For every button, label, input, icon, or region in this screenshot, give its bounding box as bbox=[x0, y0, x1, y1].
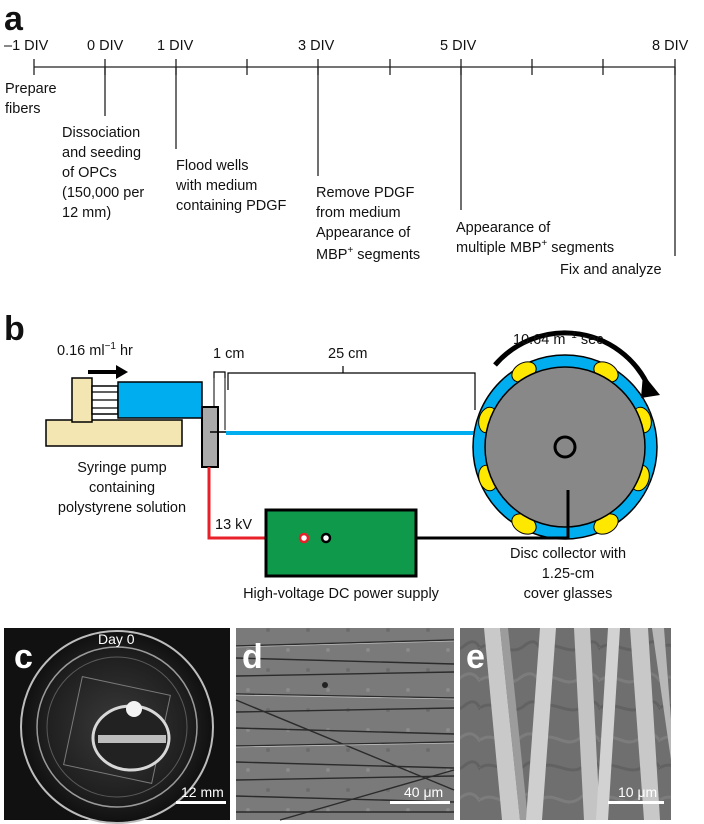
gap-label: 1 cm bbox=[213, 346, 244, 362]
scale-bar-c bbox=[176, 801, 226, 804]
electrospinning-setup: 0.16 ml−1 hr 1 cm 25 cm bbox=[45, 330, 660, 602]
syringe-pump bbox=[45, 377, 226, 468]
svg-text:and seeding: and seeding bbox=[62, 145, 141, 161]
collector-label-2: 1.25-cm bbox=[542, 566, 594, 582]
scale-label-d: 40 μm bbox=[404, 784, 443, 800]
svg-text:Appearance of: Appearance of bbox=[316, 225, 411, 241]
voltage-label: 13 kV bbox=[215, 517, 252, 533]
svg-text:(150,000 per: (150,000 per bbox=[62, 185, 144, 201]
photo-panel-d: d 40 μm bbox=[235, 628, 455, 821]
distance-bracket bbox=[227, 372, 476, 410]
svg-text:Flood wells: Flood wells bbox=[176, 158, 249, 174]
timeline: –1 DIV 0 DIV 1 DIV 3 DIV 5 DIV 8 DIV bbox=[4, 38, 689, 278]
day-label: Day 0 bbox=[98, 631, 135, 647]
day-label-minus1: –1 DIV bbox=[4, 38, 49, 54]
collector-label-1: Disc collector with bbox=[510, 546, 626, 562]
panel-c-label: c bbox=[14, 638, 33, 676]
svg-text:Appearance of: Appearance of bbox=[456, 220, 551, 236]
svg-text:Dissociation: Dissociation bbox=[62, 125, 140, 141]
collector-label-3: cover glasses bbox=[524, 586, 613, 602]
day-label-3: 3 DIV bbox=[298, 38, 335, 54]
flow-arrow bbox=[88, 365, 128, 379]
svg-text:Prepare: Prepare bbox=[5, 81, 57, 97]
disc-axle bbox=[553, 435, 577, 459]
day-label-5: 5 DIV bbox=[440, 38, 477, 54]
event-prepare: Prepare fibers bbox=[5, 81, 57, 117]
fiber-bundle bbox=[98, 735, 166, 743]
power-supply bbox=[264, 508, 418, 578]
flow-rate-label: 0.16 ml−1 hr bbox=[57, 341, 133, 359]
photo-panel-c: c Day 0 12 mm bbox=[4, 628, 230, 824]
sem-fibers bbox=[484, 628, 671, 820]
event-fix: Fix and analyze bbox=[560, 262, 662, 278]
scale-label-e: 10 μm bbox=[618, 784, 657, 800]
disc-collector bbox=[472, 354, 658, 540]
svg-text:with medium: with medium bbox=[175, 178, 257, 194]
svg-text:from medium: from medium bbox=[316, 205, 401, 221]
positive-terminal bbox=[298, 532, 310, 544]
scale-bar-d bbox=[390, 801, 450, 804]
pump-label-2: containing bbox=[89, 480, 155, 496]
day-label-8: 8 DIV bbox=[652, 38, 689, 54]
scale-label-c: 12 mm bbox=[181, 784, 224, 800]
svg-text:fibers: fibers bbox=[5, 101, 40, 117]
svg-text:12 mm): 12 mm) bbox=[62, 205, 111, 221]
panel-a-label: a bbox=[4, 0, 24, 38]
svg-text:MBP+ segments: MBP+ segments bbox=[316, 245, 420, 263]
svg-text:Remove PDGF: Remove PDGF bbox=[316, 185, 414, 201]
rotation-label: 10.64 m−1 sec bbox=[513, 330, 603, 348]
event-multiple-mbp: Appearance of multiple MBP+ segments bbox=[456, 220, 614, 256]
svg-text:of OPCs: of OPCs bbox=[62, 165, 117, 181]
panel-e-label: e bbox=[466, 638, 485, 676]
panel-d-label: d bbox=[242, 638, 263, 676]
photo-panel-e: e 10 μm bbox=[460, 628, 671, 820]
event-leaders bbox=[104, 67, 676, 256]
day-label-1: 1 DIV bbox=[157, 38, 194, 54]
panel-b-label: b bbox=[4, 310, 25, 348]
power-supply-label: High-voltage DC power supply bbox=[243, 586, 440, 602]
pump-label-3: polystyrene solution bbox=[58, 500, 186, 516]
svg-text:multiple MBP+ segments: multiple MBP+ segments bbox=[456, 238, 614, 256]
disc-face bbox=[484, 366, 646, 528]
gap-bracket bbox=[213, 371, 226, 378]
svg-text:containing PDGF: containing PDGF bbox=[176, 198, 287, 214]
pump-label-1: Syringe pump bbox=[77, 460, 166, 476]
event-dissociation: Dissociation and seeding of OPCs (150,00… bbox=[62, 125, 144, 221]
day-label-0: 0 DIV bbox=[87, 38, 124, 54]
needle-holder bbox=[201, 406, 219, 468]
rotation-arrow bbox=[493, 330, 653, 391]
distance-label: 25 cm bbox=[328, 346, 368, 362]
event-remove-pdgf: Remove PDGF from medium Appearance of MB… bbox=[316, 185, 420, 263]
syringe-body bbox=[117, 381, 203, 419]
scale-bar-e bbox=[608, 801, 664, 804]
event-flood: Flood wells with medium containing PDGF bbox=[175, 158, 287, 214]
negative-terminal bbox=[320, 532, 332, 544]
